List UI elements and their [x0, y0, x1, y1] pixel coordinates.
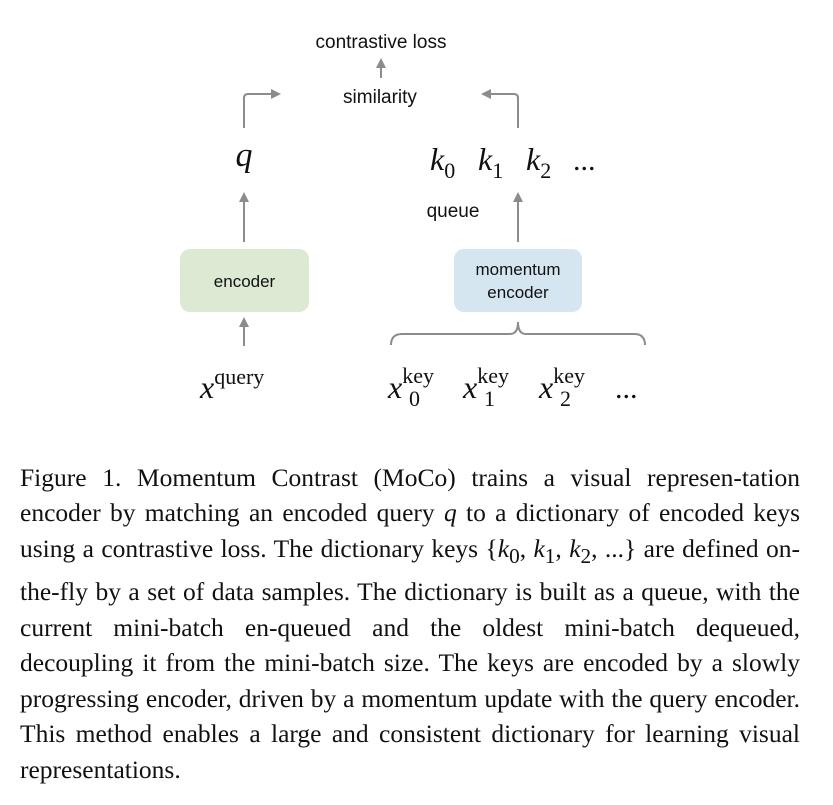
q-to-similarity-arrow — [243, 89, 281, 128]
similarity-label: similarity — [343, 87, 417, 108]
caption-key-set: {k0, k1, k2, ...} — [485, 533, 637, 568]
figure-caption: Figure 1. Momentum Contrast (MoCo) train… — [20, 460, 800, 788]
x-key-0: xkey — [387, 363, 434, 405]
encoder-box: encoder — [180, 249, 309, 312]
moco-diagram: contrastive loss similarity q k0 k1 k2 .… — [180, 32, 646, 411]
caption-part3: are defined on-the-fly by a set of data … — [20, 533, 801, 784]
x-key-1: xkey — [462, 363, 509, 405]
x-key-samples: xkey 0 xkey 1 xkey 2 ... — [387, 363, 638, 411]
keys-to-similarity-arrow — [481, 89, 519, 128]
caption-q: q — [443, 498, 457, 527]
momentum-encoder-label-line2: encoder — [487, 283, 549, 302]
contrastive-loss-label: contrastive loss — [316, 32, 447, 53]
momentum-encoder-box: momentum encoder — [454, 249, 582, 312]
query-symbol: q — [236, 137, 253, 174]
key-0: k0 — [430, 141, 455, 183]
encoder-label: encoder — [214, 272, 276, 291]
key-1: k1 — [478, 141, 503, 183]
caption-intro: Figure 1. Momentum Contrast (MoCo) train… — [20, 462, 800, 528]
x-keys-ellipsis: ... — [615, 372, 638, 405]
x-key-2: xkey — [538, 363, 585, 405]
key-samples-brace — [390, 321, 646, 346]
queue-label: queue — [427, 201, 480, 222]
keys-ellipsis: ... — [573, 144, 596, 177]
x-key-1-sub: 1 — [484, 386, 495, 411]
caption-part2: to a dictionary of encoded keys using a … — [20, 498, 800, 563]
x-query: xquery — [199, 364, 264, 405]
x-key-0-sub: 0 — [409, 386, 420, 411]
momentum-encoder-label-line1: momentum — [475, 260, 560, 279]
key-queue-items: k0 k1 k2 ... — [430, 141, 596, 183]
key-2: k2 — [526, 141, 551, 183]
x-key-2-sub: 2 — [560, 386, 571, 411]
